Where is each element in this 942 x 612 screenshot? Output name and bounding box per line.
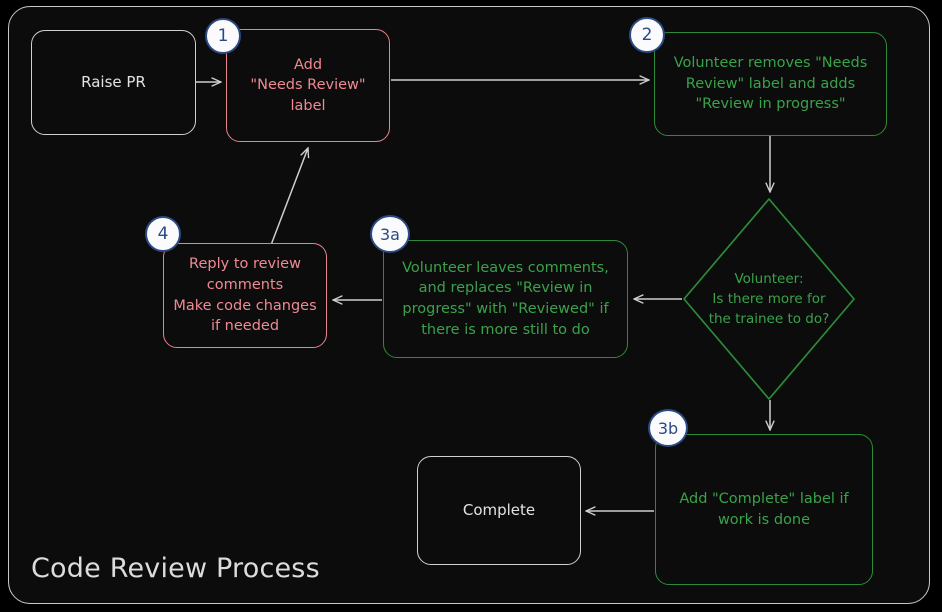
node-complete[interactable]: Complete — [417, 456, 581, 565]
node-add-needs-review-label-text: Add "Needs Review" label — [250, 56, 366, 114]
diagram-title: Code Review Process — [31, 553, 320, 584]
step-badge-3a: 3a — [370, 215, 410, 253]
node-decision-more-work[interactable]: Volunteer: Is there more for the trainee… — [681, 196, 857, 402]
node-volunteer-removes-label-text: Volunteer removes "Needs Review" label a… — [673, 55, 868, 113]
node-reply-to-review-comments[interactable]: Reply to review comments Make code chang… — [163, 243, 327, 348]
node-reply-to-review-comments-text: Reply to review comments Make code chang… — [173, 256, 317, 335]
node-volunteer-removes-label[interactable]: Volunteer removes "Needs Review" label a… — [654, 32, 887, 136]
node-raise-pr-label: Raise PR — [81, 72, 146, 91]
node-volunteer-leaves-comments-text: Volunteer leaves comments, and replaces … — [402, 259, 609, 338]
step-badge-4: 4 — [145, 216, 181, 252]
diamond-shape — [683, 198, 855, 400]
node-decision-label: Volunteer: Is there more for the trainee… — [708, 270, 830, 328]
node-raise-pr[interactable]: Raise PR — [31, 30, 196, 135]
node-complete-label: Complete — [462, 500, 536, 519]
step-badge-2: 2 — [629, 17, 665, 53]
node-add-complete-label-text: Add "Complete" label if work is done — [679, 490, 849, 528]
node-add-complete-label[interactable]: Add "Complete" label if work is done — [655, 434, 873, 585]
node-add-needs-review-label[interactable]: Add "Needs Review" label — [226, 29, 390, 142]
node-volunteer-leaves-comments[interactable]: Volunteer leaves comments, and replaces … — [383, 240, 628, 358]
step-badge-3b: 3b — [648, 409, 688, 447]
step-badge-1: 1 — [205, 18, 241, 54]
